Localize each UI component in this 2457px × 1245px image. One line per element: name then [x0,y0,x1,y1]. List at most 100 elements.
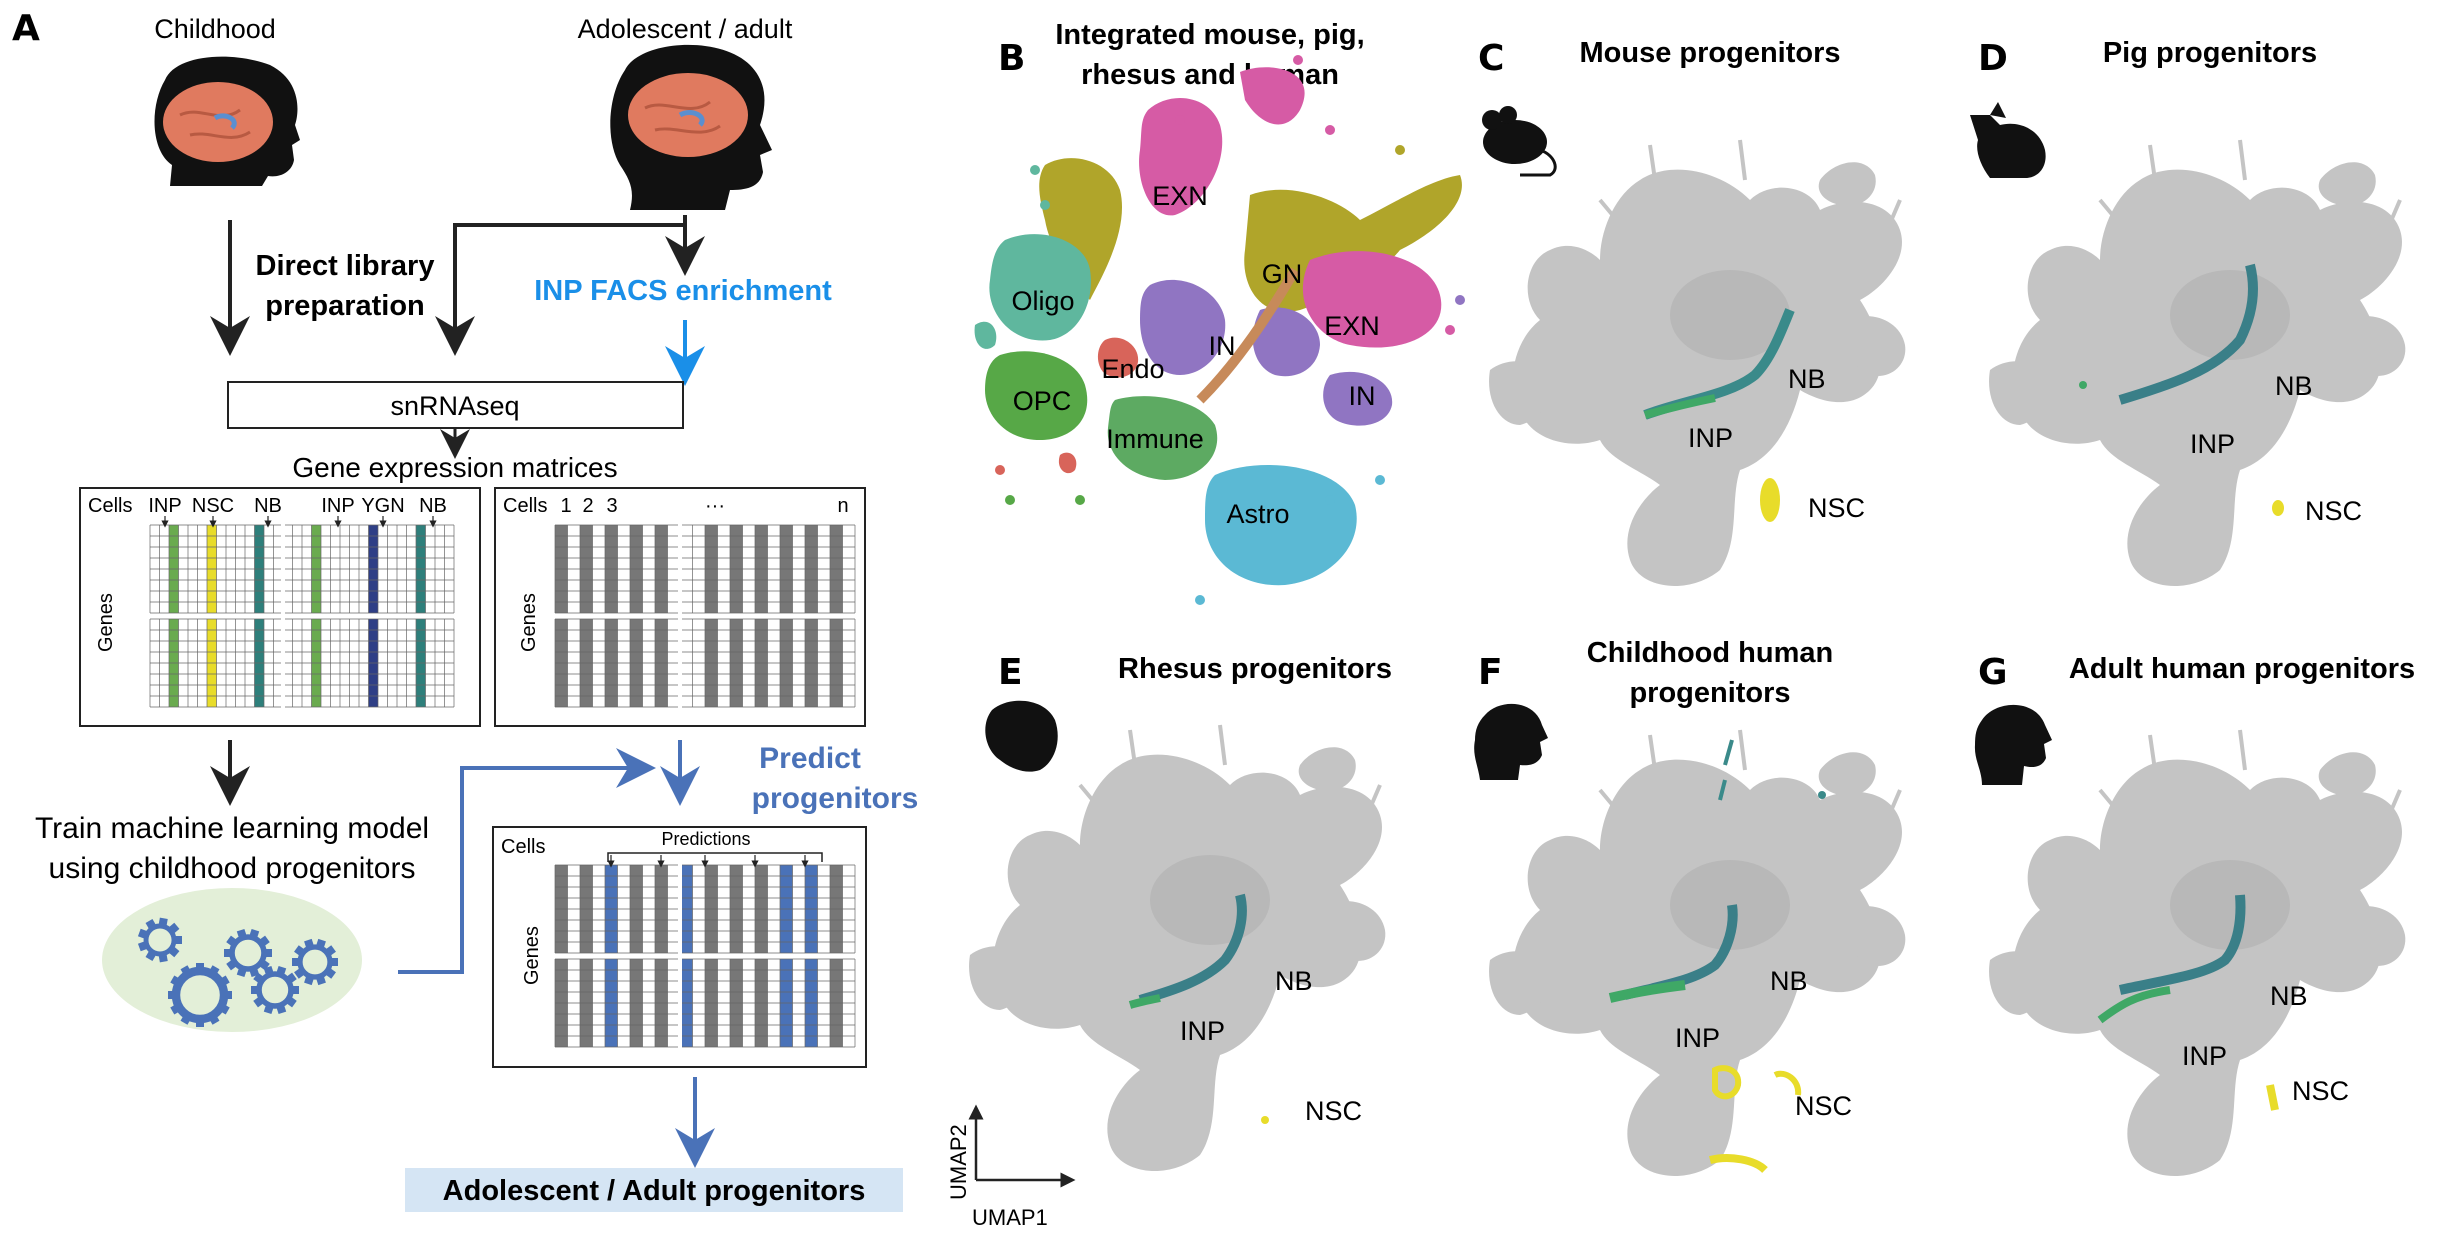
genes-label: Genes [95,593,117,652]
integrated-umap: EXN GN EXN Oligo IN Endo IN OPC Immune A… [974,55,1465,605]
mouse-icon [1482,106,1557,177]
train-text-1: Train machine learning model [35,812,429,845]
nsc-cluster [1712,1065,1742,1100]
col-label: INP [321,495,354,517]
genes-label: Genes [521,926,543,985]
panel-g-title: Adult human progenitors [2069,653,2415,685]
nb-label: NB [2270,981,2308,1011]
col-label: YGN [361,495,404,517]
panel-g: G Adult human progenitors NB INP NSC [1974,652,2415,1179]
panel-c: C Mouse progenitors NB INP NSC [1478,37,1908,589]
umap-axes: UMAP2 UMAP1 [946,1104,1076,1230]
col-label: INP [148,495,181,517]
cluster-label-endo: Endo [1101,354,1164,384]
nsc-label: NSC [2292,1076,2349,1106]
cluster-label-exn: EXN [1152,181,1208,211]
snrnaseq-box [227,381,684,429]
arrow-model-to-predict [398,748,656,974]
nsc-cluster [2266,1084,2279,1111]
panel-letter-d: D [1978,38,2008,79]
result-highlight [405,1168,903,1212]
panel-d-title: Pig progenitors [2103,37,2317,69]
panel-letter-f: F [1478,652,1503,693]
training-matrix: Cells Genes INP NSC NB INP YGN NB [79,487,481,727]
umap2-label: UMAP2 [946,1124,971,1200]
cluster-label-opc: OPC [1013,386,1072,416]
inp-label: INP [1688,423,1733,453]
adult-brain-icon [610,44,772,210]
panel-letter-e: E [998,652,1023,693]
cluster-label-oligo: Oligo [1011,286,1074,316]
child-head-icon [1474,703,1548,780]
snrnaseq-label: snRNAseq [390,391,519,421]
inp-trajectory [1128,994,1161,1009]
panel-letter-b: B [998,38,1025,79]
nb-label: NB [1275,966,1313,996]
direct-library-text-1: Direct library [256,250,435,282]
adult-head-icon [1974,704,2052,785]
nsc-label: NSC [1305,1096,1362,1126]
nb-label: NB [1788,364,1826,394]
panel-f-title-1: Childhood human [1587,637,1833,669]
cells-label: Cells [501,836,545,858]
predict-text-1: Predict [759,742,861,775]
cluster-label-gn: GN [1262,259,1303,289]
cluster-label-in: IN [1209,331,1236,361]
panel-e: E Rhesus progenitors NB INP NSC [967,652,1392,1174]
panel-e-title: Rhesus progenitors [1118,653,1392,685]
cluster-label-astro: Astro [1226,499,1289,529]
umap1-label: UMAP1 [972,1205,1048,1230]
nb-trajectory [2118,263,2258,405]
adolescent-adult-label: Adolescent / adult [578,14,793,44]
inp-facs-text: INP FACS enrichment [534,275,832,307]
genes-label: Genes [518,593,540,652]
child-brain-icon [154,56,300,186]
nsc-label: NSC [1795,1091,1852,1121]
rhesus-icon [985,700,1058,772]
cluster-label-in: IN [1349,381,1376,411]
panel-letter-g: G [1978,652,2008,693]
nsc-cluster [1261,1116,1269,1124]
train-text-2: using childhood progenitors [49,852,416,885]
predict-text-2: progenitors [752,782,919,815]
panel-f-title-2: progenitors [1629,677,1790,709]
cluster-label-exn: EXN [1324,311,1380,341]
inp-label: INP [1675,1023,1720,1053]
gene-matrices-label: Gene expression matrices [292,452,617,483]
panel-a: A Childhood Adolescent / adult Direct li… [12,8,918,1212]
col-label: NB [419,495,447,517]
panel-letter-c: C [1478,38,1504,79]
childhood-label: Childhood [154,14,276,44]
inp-label: INP [2190,429,2235,459]
col-label: n [837,495,848,517]
inp-trajectory [1643,394,1716,419]
nb-label: NB [2275,371,2313,401]
nsc-label: NSC [1808,493,1865,523]
panel-b: B Integrated mouse, pig, rhesus and huma… [974,19,1465,605]
inp-trajectory [2097,986,2171,1024]
col-label: NSC [192,495,234,517]
nsc-cluster [1760,478,1780,522]
panel-d: D Pig progenitors NB INP NSC [1970,37,2408,589]
col-label: 2 [582,495,593,517]
panel-f: F Childhood human progenitors NB INP NSC [1474,637,1908,1179]
inp-trajectory [1608,980,1686,1003]
nsc-cluster [2272,500,2284,516]
col-label: 1 [560,495,571,517]
panel-b-title-1: Integrated mouse, pig, [1055,19,1364,51]
nsc-label: NSC [2305,496,2362,526]
col-label: NB [254,495,282,517]
result-text: Adolescent / Adult progenitors [443,1175,866,1207]
nb-trajectory [1138,893,1247,1005]
cells-label: Cells [503,495,547,517]
inp-label: INP [1180,1016,1225,1046]
predictions-matrix: Cells Genes Predictions [492,826,867,1068]
predictions-label: Predictions [661,829,750,849]
panel-c-title: Mouse progenitors [1579,37,1840,69]
direct-library-text-2: preparation [265,290,425,322]
gears-icon [102,888,362,1032]
col-label: 3 [606,495,617,517]
pig-icon [1970,102,2046,178]
col-label: ··· [705,495,725,517]
